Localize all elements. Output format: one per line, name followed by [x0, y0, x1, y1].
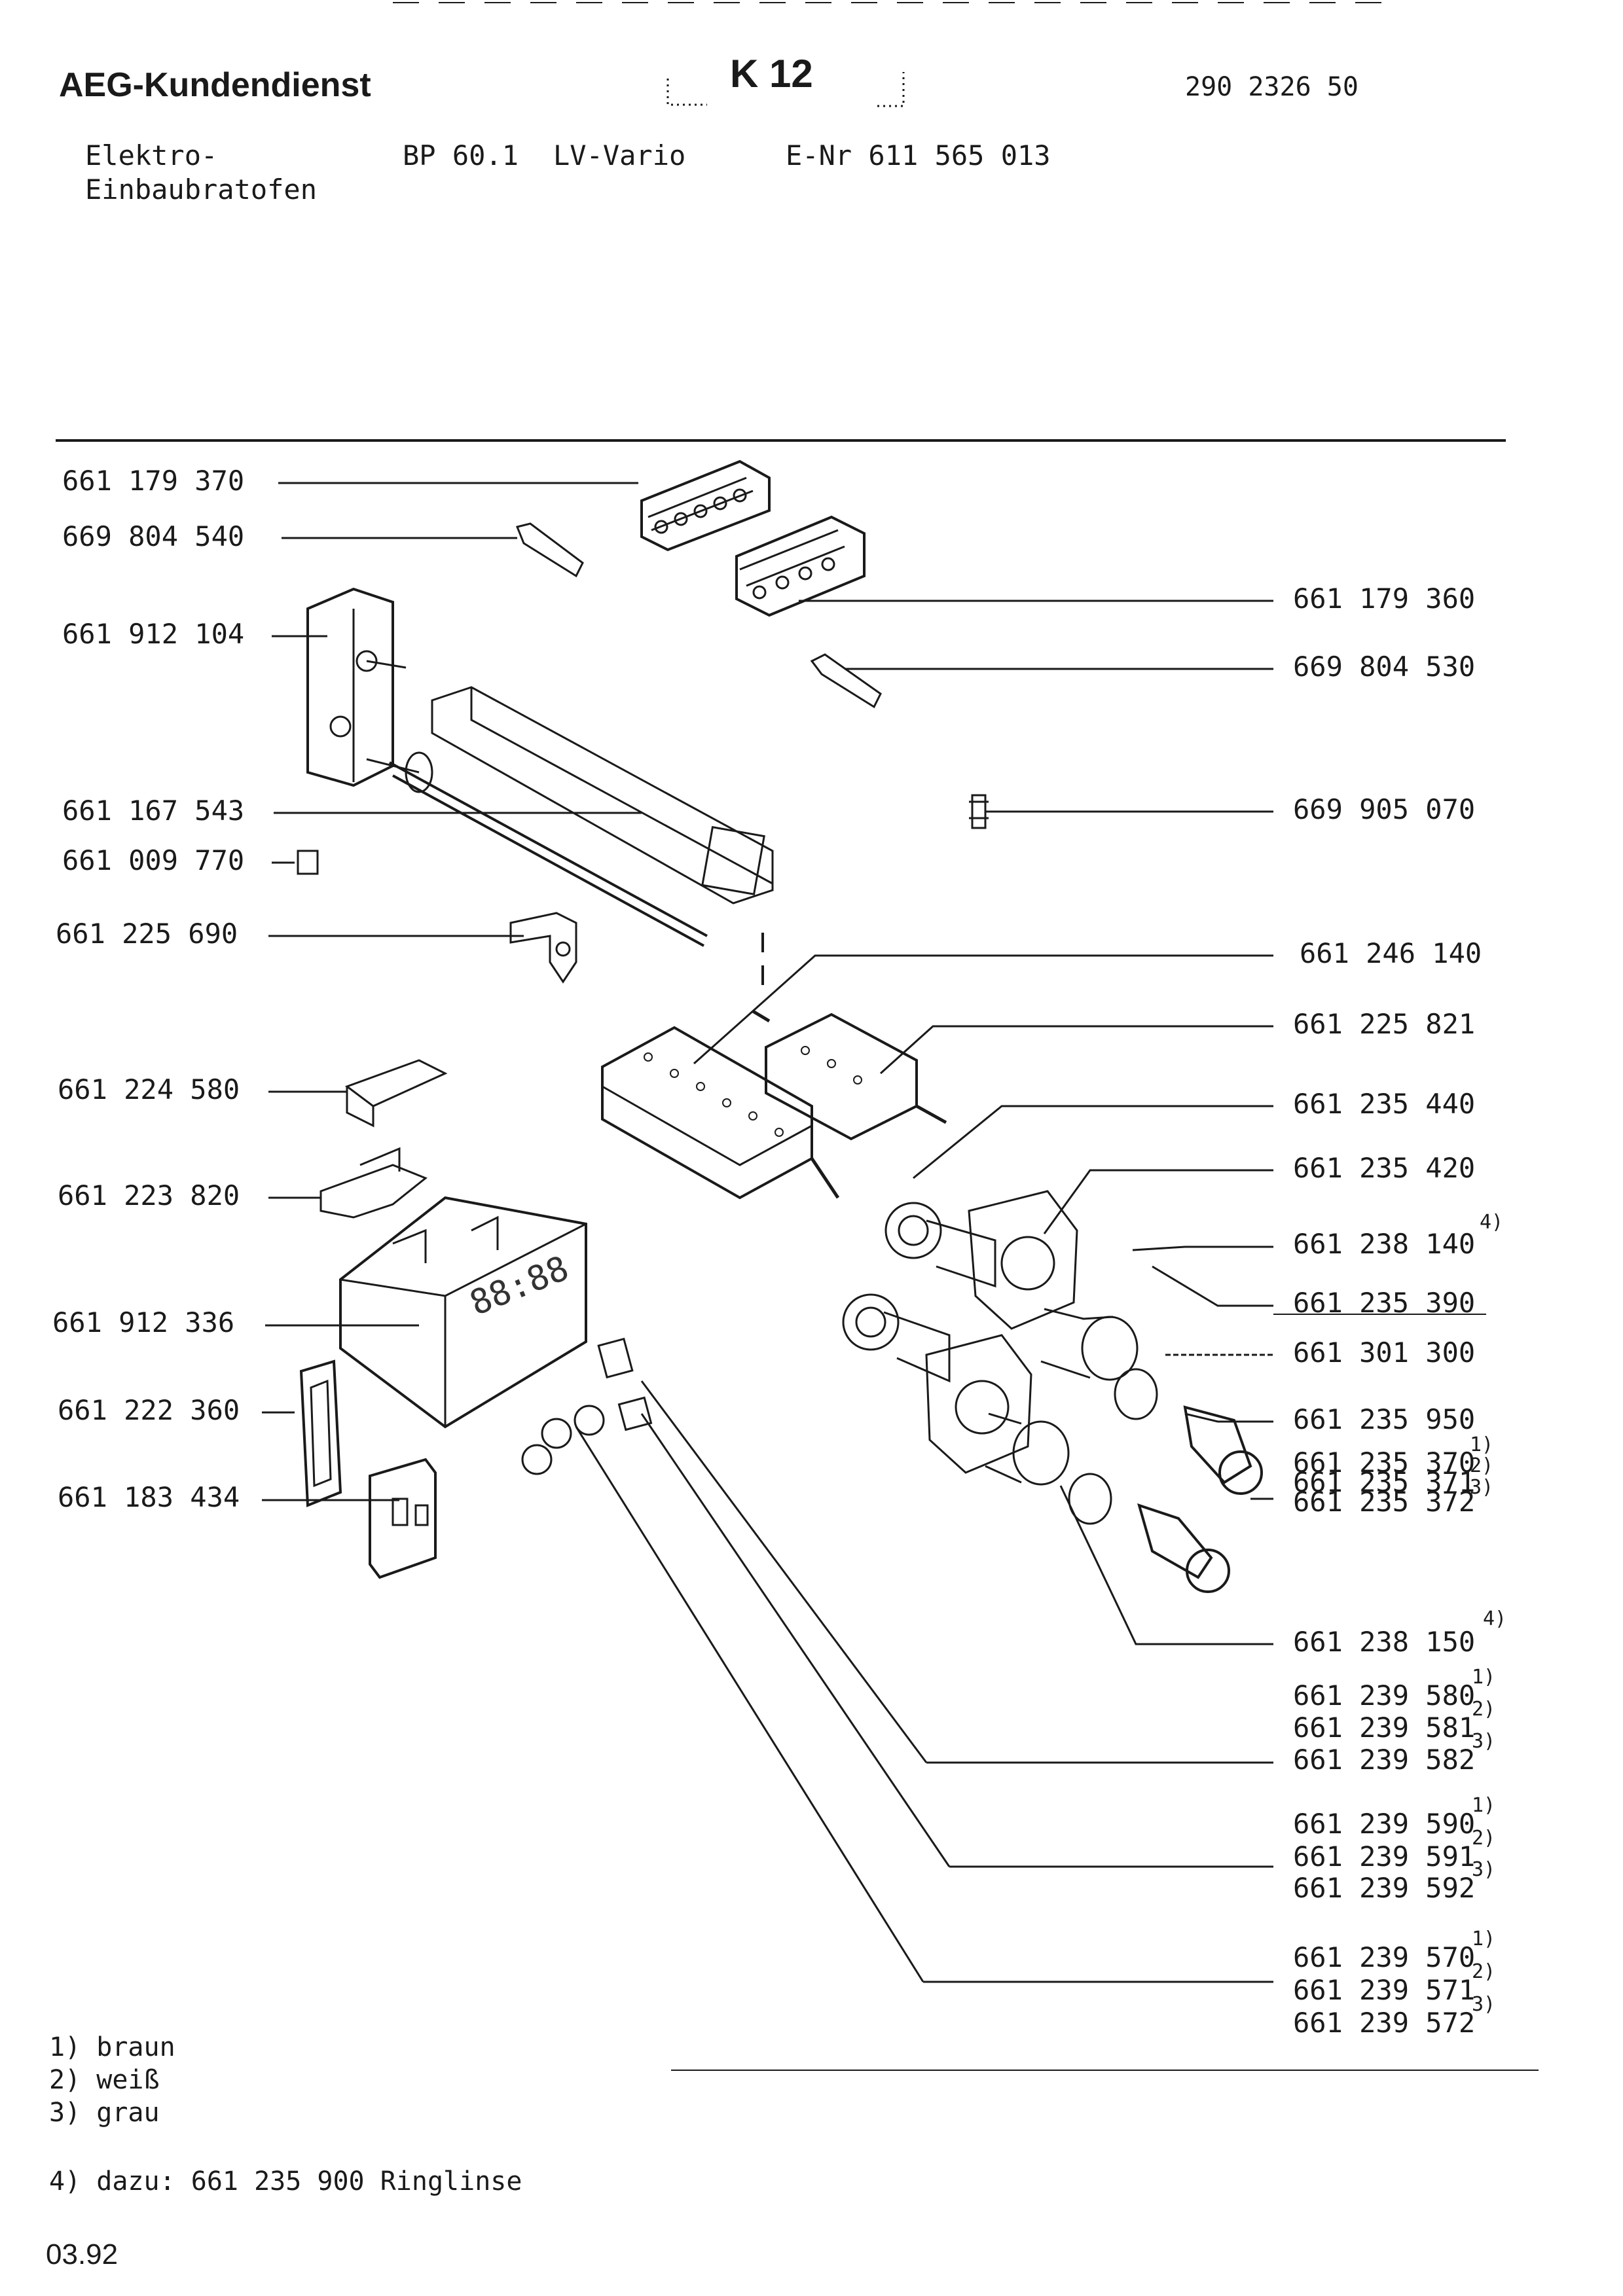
doc-number: 290 2326 50	[1185, 72, 1359, 102]
part-number-left: 661 222 360	[58, 1394, 240, 1426]
footnote-ref-2: 2)	[1472, 1827, 1496, 1850]
part-number-right: 661 239 571	[1293, 1974, 1476, 2006]
footnote-ref-1: 1)	[1470, 1433, 1494, 1456]
footnote-ref-2: 2)	[1472, 1960, 1496, 1983]
footnote-ref-1: 1)	[1472, 1928, 1496, 1950]
footnote-2: 2) weiß	[49, 2065, 160, 2095]
part-number-right: 661 239 572	[1293, 2007, 1476, 2039]
footnote-ref-3: 3)	[1470, 1476, 1494, 1499]
appliance-type-line1: Elektro-	[85, 139, 218, 171]
part-number-right: 669 804 530	[1293, 651, 1476, 683]
footnote-3: 3) grau	[49, 2098, 160, 2128]
part-number-left: 669 804 540	[62, 520, 245, 552]
part-number-right: 661 239 591	[1293, 1840, 1476, 1873]
part-number-left: 661 179 370	[62, 465, 245, 497]
part-number-right: 661 235 372	[1293, 1486, 1476, 1518]
appliance-type-line2: Einbaubratofen	[85, 173, 318, 206]
part-number-right: 661 235 390	[1293, 1287, 1476, 1319]
footnote-ref-4: 4)	[1483, 1607, 1507, 1630]
brand-title: AEG-Kundendienst	[59, 66, 371, 104]
part-number-right: 661 235 420	[1293, 1152, 1476, 1184]
part-number-right: 661 225 821	[1293, 1008, 1476, 1040]
model-number: BP 60.1	[403, 139, 519, 171]
part-number-right: 661 235 440	[1293, 1088, 1476, 1120]
footnote-ref-1: 1)	[1472, 1666, 1496, 1689]
footnote-4: 4) dazu: 661 235 900 Ringlinse	[49, 2166, 522, 2197]
part-number-left: 661 167 543	[62, 795, 245, 827]
part-number-left: 661 912 104	[62, 618, 245, 650]
part-number-right: 661 239 580	[1293, 1679, 1476, 1712]
part-number-left: 661 912 336	[52, 1306, 235, 1338]
footnote-ref-1: 1)	[1472, 1794, 1496, 1817]
part-number-right: 661 239 592	[1293, 1872, 1476, 1904]
part-number-right: 661 179 360	[1293, 583, 1476, 615]
part-number-left: 661 223 820	[58, 1179, 240, 1211]
footnote-1: 1) braun	[49, 2032, 175, 2062]
part-number-right: 661 235 371	[1293, 1466, 1476, 1498]
part-number-right: 661 301 300	[1293, 1336, 1476, 1369]
part-number-right: 661 239 570	[1293, 1941, 1476, 1973]
part-number-right: 661 239 581	[1293, 1712, 1476, 1744]
part-number-right: 661 239 590	[1293, 1808, 1476, 1840]
model-variant: LV-Vario	[553, 139, 686, 171]
footnote-ref-3: 3)	[1472, 1730, 1496, 1753]
e-number: E-Nr 611 565 013	[786, 139, 1051, 171]
part-number-left: 661 009 770	[62, 844, 245, 876]
footnote-ref-4: 4)	[1480, 1211, 1504, 1234]
part-number-right: 661 235 950	[1293, 1403, 1476, 1435]
part-number-right: 661 238 140	[1293, 1228, 1476, 1260]
footnote-ref-3: 3)	[1472, 1993, 1496, 2016]
part-number-right: 669 905 070	[1293, 793, 1476, 825]
part-number-left: 661 225 690	[56, 918, 238, 950]
part-number-right: 661 246 140	[1300, 937, 1482, 969]
part-number-left: 661 183 434	[58, 1481, 240, 1513]
footnote-ref-2: 2)	[1470, 1454, 1494, 1477]
revision-date: 03.92	[46, 2238, 119, 2270]
footnote-ref-2: 2)	[1472, 1698, 1496, 1721]
part-number-right: 661 235 370	[1293, 1446, 1476, 1479]
sheet-id: K 12	[730, 52, 813, 96]
part-number-left: 661 224 580	[58, 1073, 240, 1105]
part-number-right: 661 239 582	[1293, 1744, 1476, 1776]
part-number-right: 661 238 150	[1293, 1626, 1476, 1658]
footnote-ref-3: 3)	[1472, 1858, 1496, 1881]
